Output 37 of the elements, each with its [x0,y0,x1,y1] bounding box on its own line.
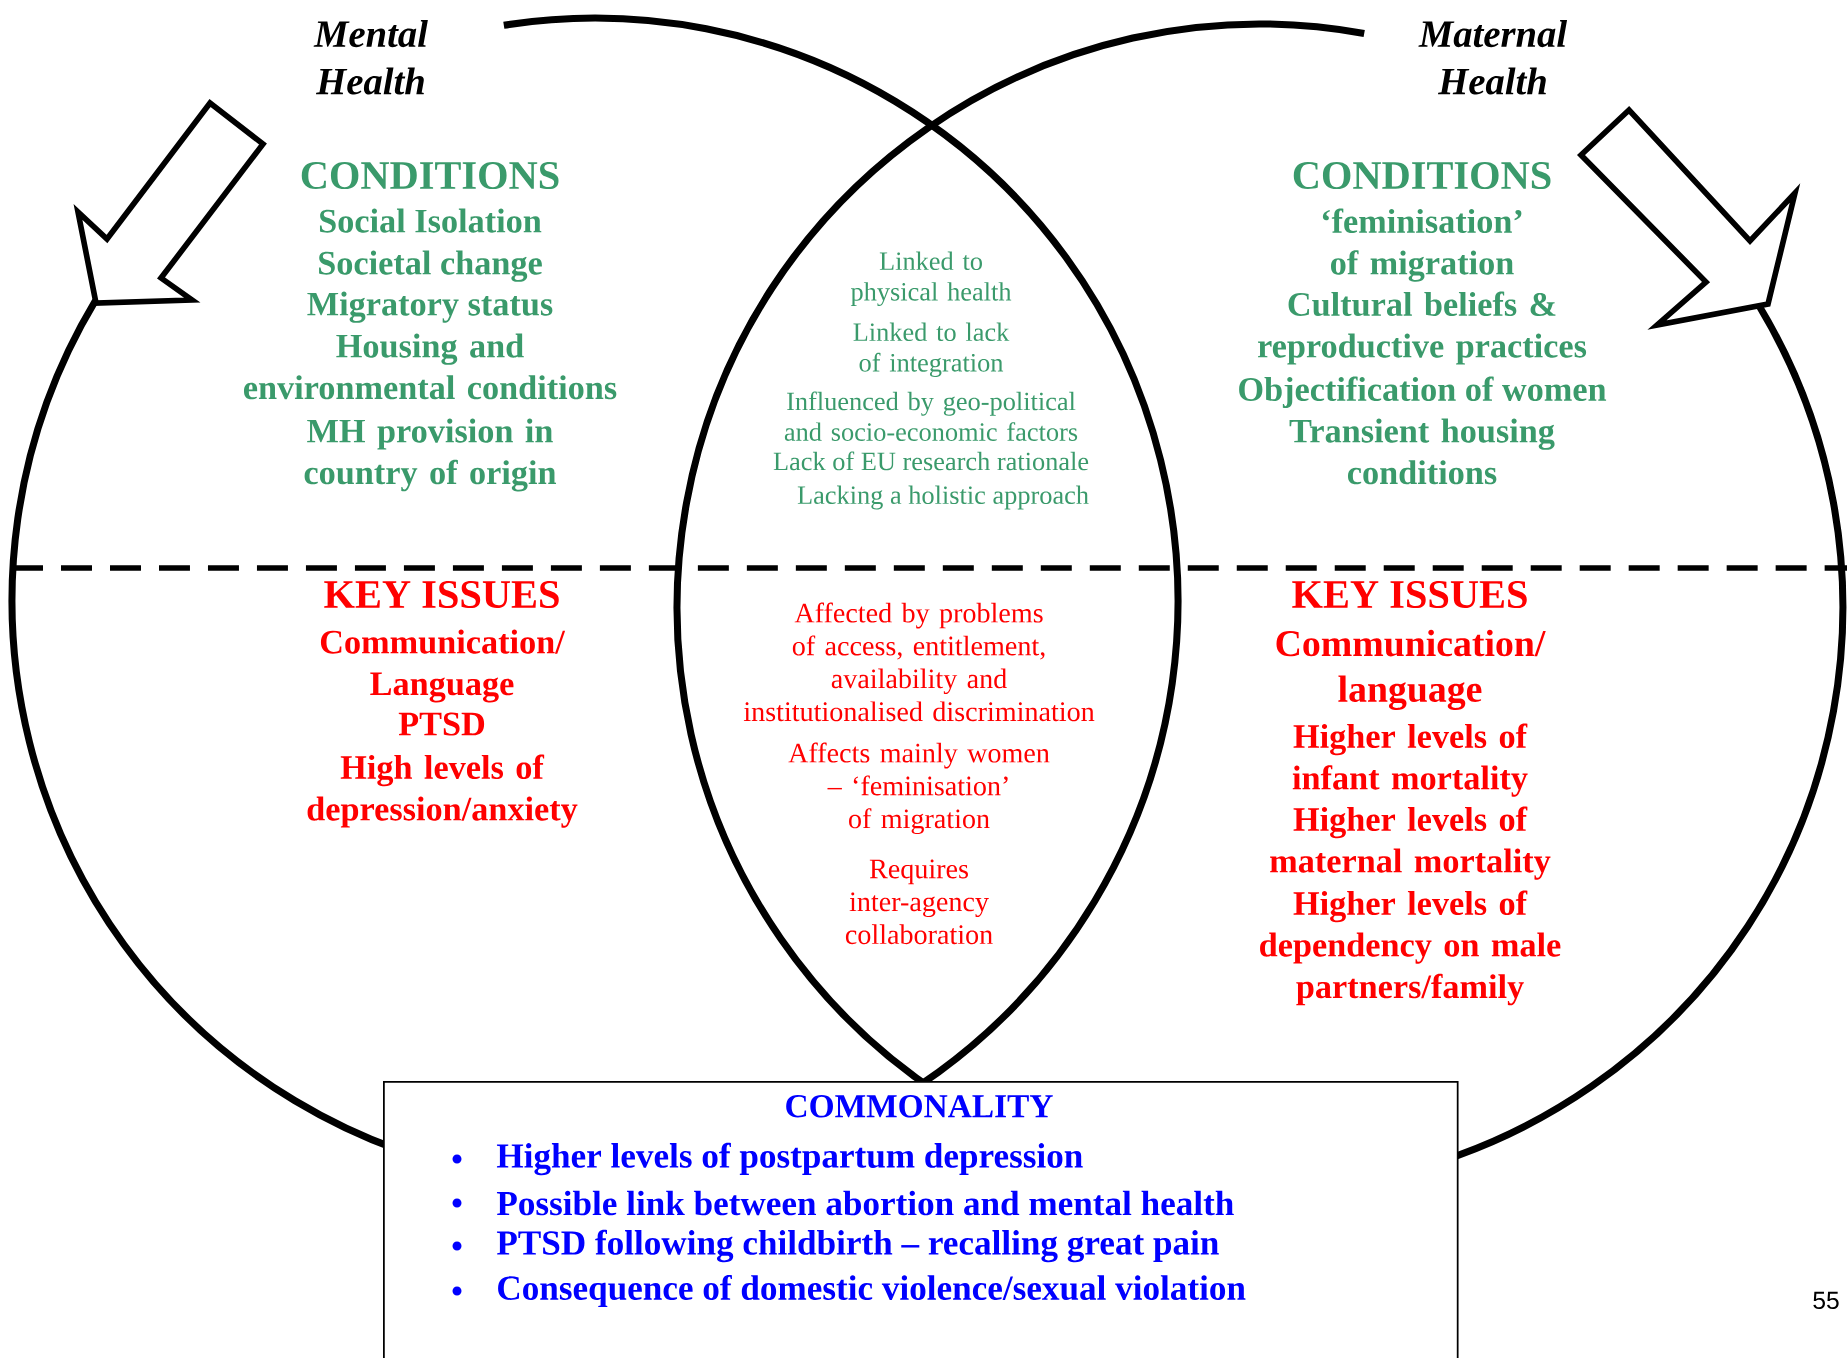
overlap-text: Affected by problems of access, entitlement, availability and institutionalised discrimination [743,602,1095,722]
condition-text: Societal change [319,250,542,282]
condition-text: Housing and environmental conditions [244,333,617,400]
condition-text: Cultural beliefs & reproductive practices [1258,291,1587,365]
issue-text: Higher levels of dependency on male partners/family [1260,890,1561,1006]
page-number: 55 [1813,1291,1839,1309]
issue-text: High levels of depression/anxiety [307,754,578,828]
overlap-text: Affects mainly women – ‘feminisation’ of migration [788,742,1050,835]
bullet-item: Possible link between abortion and mental health [452,1190,1234,1216]
condition-text: ‘feminisation’ of migration [1322,208,1522,282]
issue-text: Communication/ Language [320,629,566,703]
circle-title: Maternal Health [1418,19,1568,95]
condition-text: MH provision in country of origin [304,418,556,492]
overlap-text: Lacking a holistic approach [797,485,1089,510]
section-heading: KEY ISSUES [324,580,559,609]
overlap-text: Influenced by geo-political and socio-economic factors [784,391,1078,441]
condition-text: Migratory status [307,291,553,323]
overlap-text: Linked to lack of integration [853,322,1010,378]
circle-title: Mental Health [313,19,428,95]
section-heading: CONDITIONS [301,161,559,190]
section-heading: KEY ISSUES [1292,580,1527,609]
overlap-text: Requires inter-agency collaboration [845,859,993,945]
overlap-text: Lack of EU research rationale [773,451,1089,471]
text-box [383,1081,1459,1358]
overlap-text: Linked to physical health [850,251,1012,307]
issue-text: PTSD [398,712,485,736]
condition-text: Social Isolation [320,208,542,233]
bullet-item: PTSD following childbirth – recalling great pain [452,1229,1219,1263]
bullet-item: Higher levels of postpartum depression [452,1142,1083,1176]
condition-text: Objectification of women [1239,376,1607,408]
box-heading: COMMONALITY [786,1095,1053,1118]
condition-text: Transient housing conditions [1289,418,1555,485]
issue-text: Higher levels of maternal mortality [1270,806,1551,880]
issue-text: Higher levels of infant mortality [1292,723,1528,797]
bullet-item: Consequence of domestic violence/sexual violation [452,1274,1246,1308]
issue-text: Communication/ language [1276,629,1546,710]
section-heading: CONDITIONS [1293,161,1551,190]
